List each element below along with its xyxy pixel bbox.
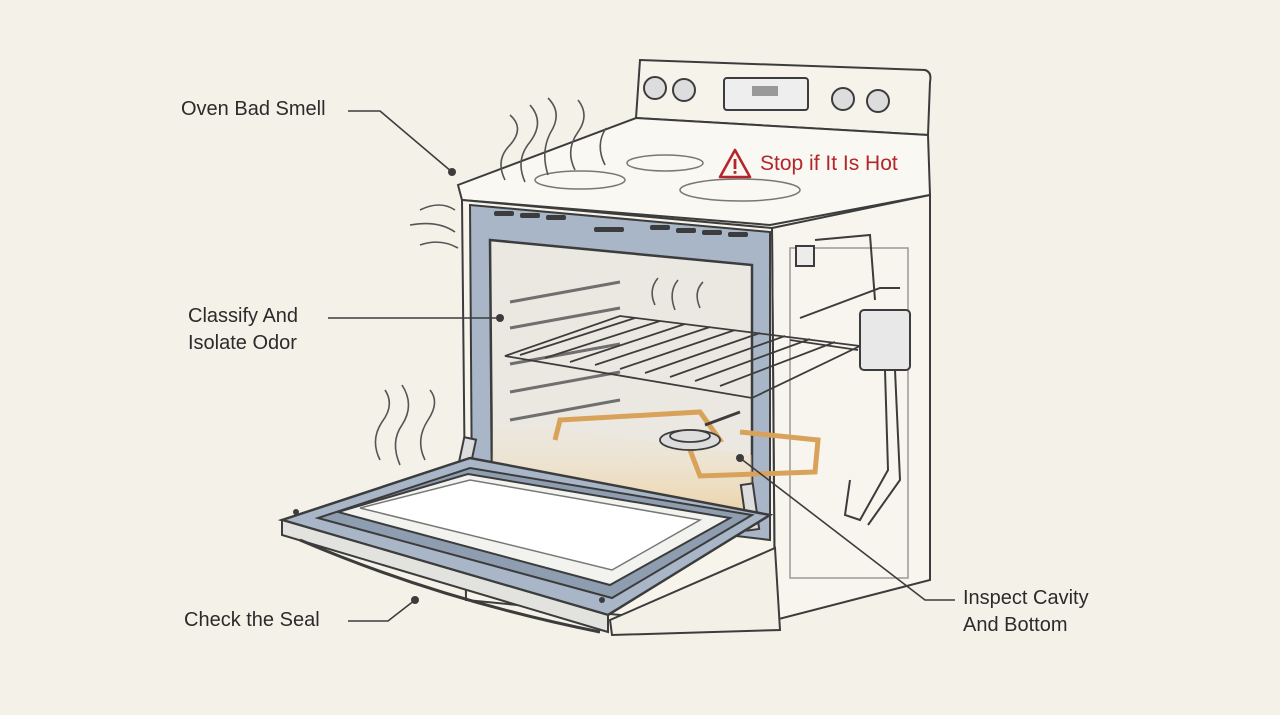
knob-icon — [866, 89, 890, 113]
warning-text: Stop if It Is Hot — [760, 152, 898, 175]
callout-classify-odor: Classify And Isolate Odor — [188, 303, 298, 357]
callout-text-line1: Inspect Cavity — [963, 587, 1089, 609]
leader-line-inspect — [739, 457, 955, 601]
odor-wisps — [374, 97, 704, 466]
callout-text-line1: Classify And — [188, 305, 299, 327]
door-handle — [299, 538, 601, 634]
callout-oven-bad-smell: Oven Bad Smell — [181, 96, 326, 123]
callout-text: Oven Bad Smell — [181, 98, 326, 120]
callout-text-line2: And Bottom — [963, 614, 1068, 636]
wiring-harness — [795, 233, 911, 526]
callout-text: Check the Seal — [184, 609, 320, 631]
hot-warning: Stop if It Is Hot — [718, 148, 898, 180]
leader-line-smell — [348, 110, 453, 173]
callout-check-seal: Check the Seal — [184, 607, 320, 634]
control-panel — [634, 58, 932, 137]
callout-inspect-cavity: Inspect Cavity And Bottom — [963, 585, 1089, 639]
warning-triangle-icon — [718, 148, 752, 179]
callout-text-line2: Isolate Odor — [188, 332, 297, 354]
knob-icon — [672, 78, 696, 102]
knob-icon — [643, 76, 667, 100]
leader-lines — [328, 110, 955, 622]
knob-icon — [831, 87, 855, 111]
oven-door — [277, 456, 774, 634]
leader-line-seal — [348, 599, 416, 622]
